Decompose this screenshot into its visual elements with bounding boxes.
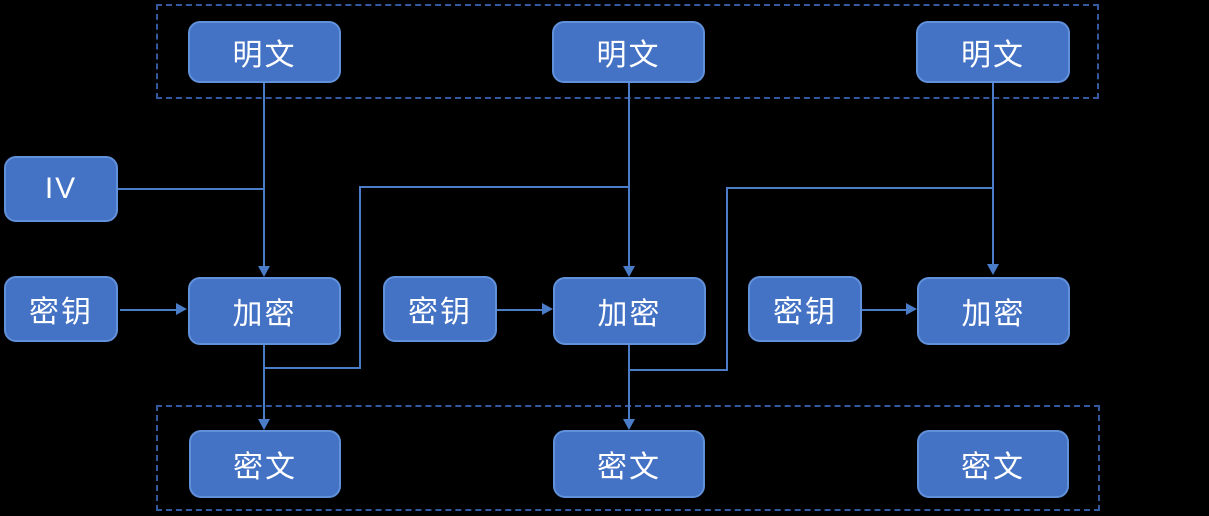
arrowhead-encrypt1-input [258, 266, 270, 277]
feedback2-horizontal-high [726, 187, 994, 189]
ciphertext-box-3: 密文 [917, 430, 1069, 498]
encrypt-box-1: 加密 [188, 277, 341, 345]
arrowhead-ciphertext2-input [623, 419, 635, 430]
feedback1-horizontal-low [263, 367, 361, 369]
connector-plaintext3-to-encrypt3 [992, 83, 994, 265]
feedback2-horizontal-low [628, 369, 728, 371]
ciphertext-box-2: 密文 [553, 430, 705, 498]
iv-box: IV [4, 156, 118, 222]
connector-encrypt1-to-ciphertext1 [263, 345, 265, 420]
connector-iv-to-chain1 [118, 188, 265, 190]
connector-plaintext2-to-encrypt2 [628, 83, 630, 267]
feedback1-horizontal-high [359, 186, 630, 188]
plaintext-box-1: 明文 [188, 21, 341, 83]
arrowhead-encrypt2-input [623, 266, 635, 277]
connector-encrypt2-to-ciphertext2 [628, 345, 630, 420]
connector-key3-to-encrypt3 [862, 309, 908, 311]
feedback2-vertical [726, 187, 728, 371]
key-box-3: 密钥 [748, 276, 862, 342]
plaintext-box-3: 明文 [916, 21, 1070, 83]
arrowhead-key1-input [176, 303, 187, 315]
plaintext-group-border [156, 4, 1099, 99]
key-box-1: 密钥 [4, 276, 118, 342]
key-box-2: 密钥 [383, 276, 497, 342]
connector-key1-to-encrypt1 [120, 309, 178, 311]
encrypt-box-3: 加密 [917, 277, 1070, 345]
plaintext-box-2: 明文 [552, 21, 705, 83]
arrowhead-key2-input [542, 303, 553, 315]
ciphertext-box-1: 密文 [189, 430, 341, 498]
connector-key2-to-encrypt2 [497, 309, 544, 311]
arrowhead-encrypt3-input [987, 264, 999, 275]
connector-plaintext1-to-encrypt1 [263, 83, 265, 267]
arrowhead-key3-input [906, 303, 917, 315]
encrypt-box-2: 加密 [553, 277, 706, 345]
arrowhead-ciphertext1-input [258, 419, 270, 430]
feedback1-vertical [359, 186, 361, 369]
